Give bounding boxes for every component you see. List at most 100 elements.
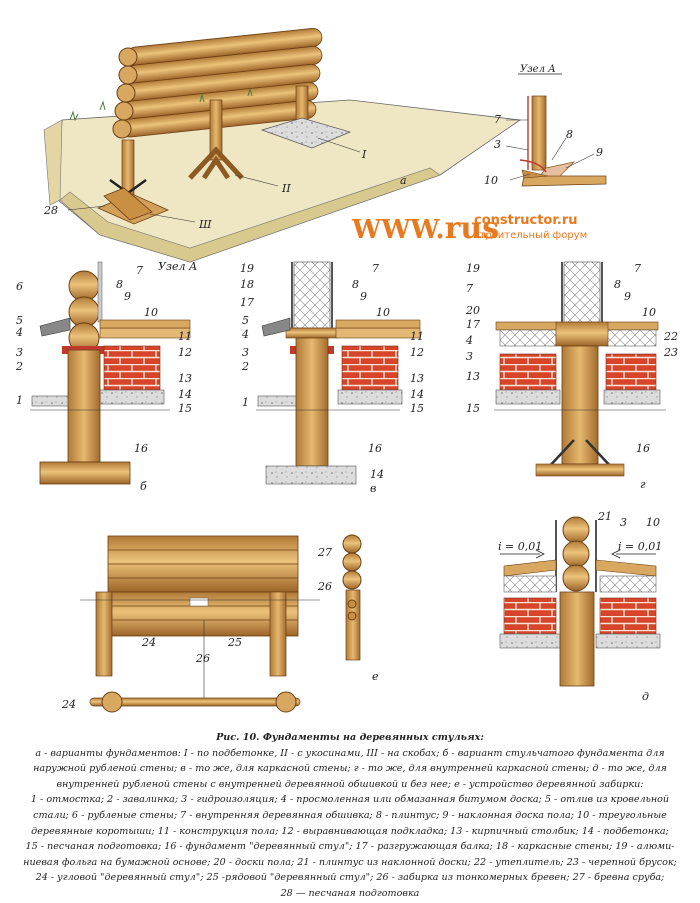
label-a-28: 28 xyxy=(43,204,58,217)
panel-node-a: Узел А 7 3 8 9 10 xyxy=(484,64,607,187)
post-b xyxy=(67,349,101,463)
panel-e-letter: е xyxy=(372,670,379,683)
label-g-10: 10 xyxy=(642,306,656,319)
concrete-b xyxy=(99,389,165,405)
label-a-II: II xyxy=(281,182,291,195)
label-b-3: 3 xyxy=(16,346,23,359)
label-g-13: 13 xyxy=(466,370,480,383)
label-e-24b: 24 xyxy=(61,698,76,711)
sand-cushion xyxy=(59,167,441,263)
watermark: WWW.rus constructor.ru строительный фору… xyxy=(351,211,587,246)
label-g-19: 19 xyxy=(466,262,480,275)
label-a-I: I xyxy=(361,148,367,161)
label-b-6: 6 xyxy=(16,280,23,293)
panel-a-letter: а xyxy=(400,174,407,187)
label-g-15: 15 xyxy=(466,402,480,415)
label-d-21: 21 xyxy=(597,510,612,523)
label-b-12: 12 xyxy=(178,346,192,359)
label-v-11: 11 xyxy=(410,330,424,343)
label-v-9: 9 xyxy=(360,290,367,303)
label-v-16: 16 xyxy=(368,442,382,455)
panel-d: 21 3 10 i = 0,01 i = 0,01 д xyxy=(498,510,662,703)
post-d xyxy=(559,591,595,687)
label-g-16: 16 xyxy=(636,442,650,455)
label-e-26b: 26 xyxy=(195,652,210,665)
caption-line: 15 - песчаная подготовка; 16 - фундамент… xyxy=(25,841,675,853)
node-a-title: Узел А xyxy=(520,64,556,75)
label-node-8: 8 xyxy=(566,128,573,141)
label-g-9: 9 xyxy=(624,290,631,303)
label-v-12: 12 xyxy=(410,346,424,359)
brick-b xyxy=(103,345,161,391)
label-node-7: 7 xyxy=(494,113,501,126)
label-d-10: 10 xyxy=(646,516,660,529)
label-b-10: 10 xyxy=(144,306,158,319)
post-3 xyxy=(121,139,135,197)
floor-b xyxy=(99,327,191,339)
label-v-14b: 14 xyxy=(370,468,384,481)
label-g-23: 23 xyxy=(663,346,678,359)
label-g-4: 4 xyxy=(465,334,473,347)
label-g-22: 22 xyxy=(663,330,678,343)
node-a-wall xyxy=(531,95,547,171)
label-g-8: 8 xyxy=(614,278,621,291)
label-e-24: 24 xyxy=(141,636,156,649)
row-post-e xyxy=(269,591,287,677)
label-b-15: 15 xyxy=(178,402,192,415)
label-b-13: 13 xyxy=(178,372,192,385)
label-e-27: 27 xyxy=(317,546,332,559)
label-b-5: 5 xyxy=(16,314,23,327)
label-b-11: 11 xyxy=(178,330,192,343)
caption-line: ниевая фольга на бумажной основе; 20 - д… xyxy=(23,856,677,868)
caption-title: Рис. 10. Фундаменты на деревянных стулья… xyxy=(216,732,484,743)
panel-d-letter: д xyxy=(642,690,649,703)
label-g-17: 17 xyxy=(466,318,480,331)
label-node-10: 10 xyxy=(484,174,498,187)
caption-line: 1 - отмостка; 2 - завалинка; 3 - гидроиз… xyxy=(30,794,670,806)
caption-line: 28 — песчаная подготовка xyxy=(280,887,420,899)
label-b-9: 9 xyxy=(124,290,131,303)
panel-e: 27 26 24 25 26 24 е xyxy=(61,534,379,713)
label-d-3: 3 xyxy=(620,516,627,529)
panel-g-letter: г xyxy=(640,478,646,491)
figure-caption: Рис. 10. Фундаменты на деревянных стулья… xyxy=(10,730,690,902)
label-v-8: 8 xyxy=(352,278,359,291)
label-v-19: 19 xyxy=(240,262,254,275)
label-b-1: 1 xyxy=(16,394,23,407)
label-v-17: 17 xyxy=(240,296,254,309)
post-g xyxy=(561,345,599,465)
caption-line: стали; 6 - рубленые стены; 7 - внутрення… xyxy=(33,809,667,821)
node-a-ref-b: Узел А xyxy=(158,260,197,273)
label-a-III: Ш xyxy=(198,218,212,231)
label-v-2: 2 xyxy=(241,360,249,373)
label-g-3: 3 xyxy=(466,350,473,363)
panel-g: 19 7 20 17 4 3 13 15 7 8 9 10 22 23 16 г xyxy=(465,261,678,491)
watermark-www: WWW.rus xyxy=(351,211,499,246)
panel-v: 19 18 17 5 4 3 2 1 7 8 9 10 11 12 13 14 … xyxy=(240,261,424,495)
slope-right: i = 0,01 xyxy=(618,540,662,553)
label-v-5: 5 xyxy=(242,314,249,327)
panel-v-letter: в xyxy=(370,482,376,495)
label-e-25: 25 xyxy=(227,636,242,649)
label-v-3: 3 xyxy=(242,346,249,359)
label-g-7b: 7 xyxy=(634,262,641,275)
label-v-13: 13 xyxy=(410,372,424,385)
footing-b xyxy=(39,461,131,485)
label-node-9: 9 xyxy=(596,146,603,159)
corner-post-e xyxy=(95,591,113,677)
label-b-8: 8 xyxy=(116,278,123,291)
panel-b-letter: б xyxy=(140,480,147,493)
label-v-14: 14 xyxy=(410,388,424,401)
caption-line: деревянные коротыши; 11 - конструкция по… xyxy=(31,825,669,837)
label-node-3: 3 xyxy=(494,138,501,151)
post-v xyxy=(295,337,329,467)
label-g-20: 20 xyxy=(465,304,480,317)
watermark-constructor: constructor.ru xyxy=(474,213,578,228)
label-b-16: 16 xyxy=(134,442,148,455)
caption-line: внутренней рубленой стены с внутренней д… xyxy=(56,778,644,790)
label-b-7: 7 xyxy=(136,264,143,277)
label-v-7: 7 xyxy=(372,262,379,275)
slope-left: i = 0,01 xyxy=(498,540,542,553)
footing-v xyxy=(265,465,357,485)
